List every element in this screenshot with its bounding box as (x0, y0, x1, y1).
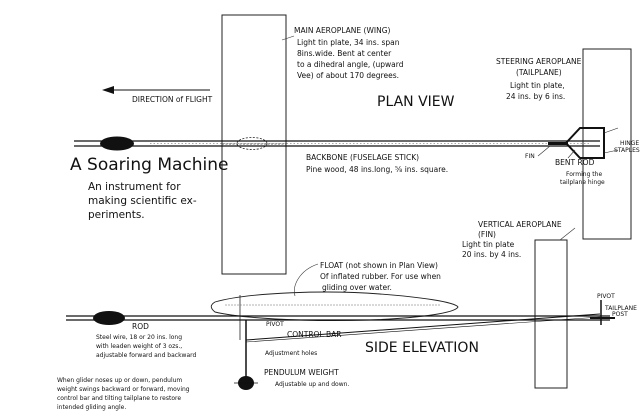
control-bar-label: CONTROL BAR (287, 330, 342, 339)
subtitle-line2: making scientific ex- (88, 195, 197, 207)
vertical-fin (534, 239, 568, 389)
tailplane-title: STEERING AEROPLANE (496, 57, 582, 66)
float-line2: gliding over water. (322, 283, 392, 292)
main-wing-title: MAIN AEROPLANE (WING) (294, 26, 391, 35)
vertical-fin-line2: Light tin plate (462, 240, 515, 249)
float-title: FLOAT (not shown in Plan View) (320, 261, 438, 270)
tailplane-post-2: POST (612, 311, 628, 318)
main-wing-leader (281, 35, 295, 41)
note-line4: intended gliding angle. (57, 404, 126, 411)
vertical-fin-title: VERTICAL AEROPLANE (478, 220, 562, 229)
control-bar-2 (245, 316, 601, 343)
tailplane-line1: (TAILPLANE) (516, 68, 562, 77)
pendulum-desc: Adjustable up and down. (275, 381, 349, 388)
plan-view-label: PLAN VIEW (377, 94, 455, 110)
direction-arrow-head (102, 86, 114, 94)
direction-label: DIRECTION of FLIGHT (132, 95, 213, 104)
bent-rod-title: BENT ROD (555, 158, 595, 167)
adjustment-holes-label: Adjustment holes (265, 350, 317, 357)
note-line1: When glider noses up or down, pendulum (57, 377, 182, 384)
float-line1: Of inflated rubber. For use when (320, 272, 441, 281)
control-bar (245, 313, 601, 341)
vertical-fin-line1: (FIN) (478, 230, 496, 239)
vertical-fin-line3: 20 ins. by 4 ins. (462, 250, 521, 259)
pivot-right-label: PIVOT (597, 293, 615, 300)
rod-line1: Steel wire, 18 or 20 ins. long (96, 334, 182, 341)
rod-line2: with leaden weight of 3 ozs., (96, 343, 182, 350)
pendulum-title: PENDULUM WEIGHT (264, 368, 339, 377)
hinge-staple-2 (603, 149, 619, 154)
fin-leader-line (559, 227, 576, 241)
tailplane-post-1: TAILPLANE (604, 305, 637, 312)
subtitle-line3: periments. (88, 209, 145, 221)
hinge-staple-1 (603, 127, 619, 134)
fin-leader (537, 145, 551, 157)
rod-title: ROD (132, 322, 149, 331)
main-wing-line1: Light tin plate, 34 ins. span (297, 38, 400, 47)
fin-label: FIN (525, 153, 535, 160)
tailplane-line3: 24 ins. by 6 ins. (506, 92, 565, 101)
main-wing-line3: to a dihedral angle, (upward (297, 60, 404, 69)
float-side (210, 291, 459, 321)
bent-rod-leader (567, 149, 576, 159)
main-title: A Soaring Machine (70, 155, 229, 175)
tailplane-plan (582, 48, 632, 240)
bent-rod-line1: Forming the (566, 171, 602, 178)
wing-mount-ellipse (236, 137, 268, 150)
float-leader (294, 263, 319, 297)
side-elevation-label: SIDE ELEVATION (365, 340, 479, 356)
main-wing-line2: 8ins.wide. Bent at center (297, 49, 392, 58)
front-weight-plan (100, 136, 134, 151)
main-wing-plan (221, 14, 287, 275)
subtitle-line1: An instrument for (88, 181, 181, 193)
note-line3: control bar and tilting tailplane to res… (57, 395, 181, 402)
pivot-label: PIVOT (266, 321, 284, 328)
note-line2: weight swings backward or forward, movin… (57, 386, 190, 393)
hinge-stakes-1: HINGE (620, 140, 639, 147)
rod-line3: adjustable forward and backward (96, 352, 196, 359)
front-weight-side (93, 311, 125, 325)
hinge-stakes-2: STAPLES (614, 147, 640, 154)
backbone-desc: Pine wood, 48 ins.long, ⅝ ins. square. (306, 165, 448, 174)
tailplane-line2: Light tin plate, (510, 81, 565, 90)
main-wing-line4: Vee) of about 170 degrees. (297, 71, 399, 80)
bent-rod-line2: tailplane hinge (560, 179, 605, 186)
backbone-title: BACKBONE (FUSELAGE STICK) (306, 153, 419, 162)
